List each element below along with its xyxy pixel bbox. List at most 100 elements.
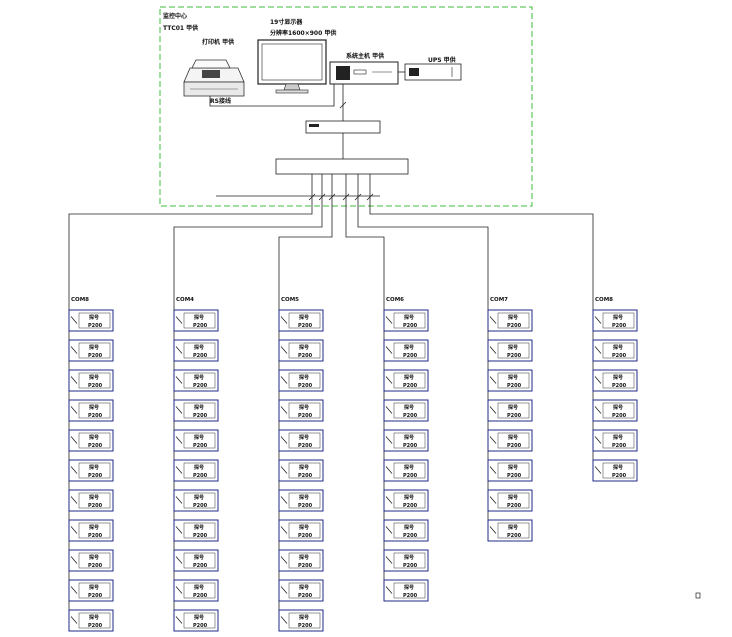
detector-device-box: [68, 429, 114, 452]
detector-tap-line: [594, 406, 602, 414]
detector-model-label: P200: [298, 383, 313, 389]
detector-device-box: [278, 369, 324, 392]
detector-tap-line: [280, 376, 288, 384]
detector-model-label: P200: [612, 413, 627, 419]
detector-tap-line: [175, 346, 183, 354]
detector-device-inner: [288, 582, 321, 599]
detector-type-label: 探号: [194, 374, 204, 381]
detector-type-label: 探号: [404, 554, 414, 561]
detector-device-inner: [183, 342, 216, 359]
detector-tap-line: [385, 376, 393, 384]
detector-tap-line: [594, 436, 602, 444]
detector-device-box: [592, 309, 638, 332]
detector-device: 探号 P200: [383, 549, 429, 572]
detector-device-box: [68, 339, 114, 362]
bus-tap-mark: [354, 193, 362, 201]
bus-4: COM6探号P200探号P200探号P200探号P200探号P200探号P200…: [342, 174, 429, 602]
detector-tap-line: [175, 376, 183, 384]
detector-device-box: [173, 549, 219, 572]
detector-tap-line: [175, 406, 183, 414]
detector-tap-line: [70, 406, 78, 414]
detector-model-label: P200: [298, 473, 313, 479]
detector-device-inner: [288, 462, 321, 479]
detector-device-inner: [78, 312, 111, 329]
detector-model-label: P200: [88, 413, 103, 419]
detector-device-inner: [288, 492, 321, 509]
detector-device-box: [173, 519, 219, 542]
detector-type-label: 探号: [613, 404, 623, 411]
bus-name: COM8: [71, 297, 89, 303]
detector-device-box: [278, 549, 324, 572]
detector-model-label: P200: [507, 443, 522, 449]
detector-model-label: P200: [193, 443, 208, 449]
detector-tap-line: [175, 556, 183, 564]
detector-device-box: [487, 339, 533, 362]
bus-3: COM5探号P200探号P200探号P200探号P200探号P200探号P200…: [278, 174, 336, 632]
detector-model-label: P200: [612, 353, 627, 359]
detector-device-inner: [78, 552, 111, 569]
detector-type-label: 探号: [613, 344, 623, 351]
detector-device-box: [592, 459, 638, 482]
detector-type-label: 探号: [613, 464, 623, 471]
serial-hub-icon: [275, 158, 409, 175]
detector-tap-line: [489, 436, 497, 444]
detector-device-box: [278, 429, 324, 452]
detector-tap-line: [280, 436, 288, 444]
detector-type-label: 探号: [404, 494, 414, 501]
detector-tap-line: [70, 376, 78, 384]
detector-device-inner: [497, 372, 530, 389]
detector-type-label: 探号: [89, 374, 99, 381]
detector-device-box: [173, 369, 219, 392]
bus-tap-mark: [342, 193, 350, 201]
detector-model-label: P200: [193, 533, 208, 539]
bus-tap-mark: [318, 193, 326, 201]
detector-tap-line: [385, 436, 393, 444]
detector-device-box: [68, 459, 114, 482]
detector-device-box: [592, 399, 638, 422]
detector-model-label: P200: [88, 623, 103, 629]
host-label: 系统主机 甲供: [346, 52, 384, 60]
detector-model-label: P200: [193, 323, 208, 329]
detector-device-box: [383, 339, 429, 362]
printer-icon: [183, 59, 245, 97]
detector-device-inner: [78, 402, 111, 419]
detector-device-box: [68, 549, 114, 572]
detector-type-label: 探号: [299, 524, 309, 531]
detector-device: 探号 P200: [592, 459, 638, 482]
detector-device-inner: [183, 432, 216, 449]
detector-model-label: P200: [298, 563, 313, 569]
detector-device: 探号 P200: [278, 459, 324, 482]
detector-type-label: 探号: [299, 464, 309, 471]
detector-device-inner: [183, 312, 216, 329]
detector-model-label: P200: [298, 323, 313, 329]
detector-type-label: 探号: [613, 314, 623, 321]
detector-device-inner: [393, 582, 426, 599]
detector-type-label: 探号: [194, 614, 204, 621]
detector-device-inner: [78, 342, 111, 359]
detector-device: 探号 P200: [592, 399, 638, 422]
detector-tap-line: [280, 556, 288, 564]
detector-model-label: P200: [612, 473, 627, 479]
detector-type-label: 探号: [89, 344, 99, 351]
detector-tap-line: [280, 616, 288, 624]
detector-device-box: [383, 309, 429, 332]
detector-model-label: P200: [403, 593, 418, 599]
corner-marker: [695, 592, 701, 599]
detector-device-box: [592, 429, 638, 452]
detector-type-label: 探号: [613, 434, 623, 441]
detector-model-label: P200: [403, 563, 418, 569]
detector-device-inner: [393, 462, 426, 479]
